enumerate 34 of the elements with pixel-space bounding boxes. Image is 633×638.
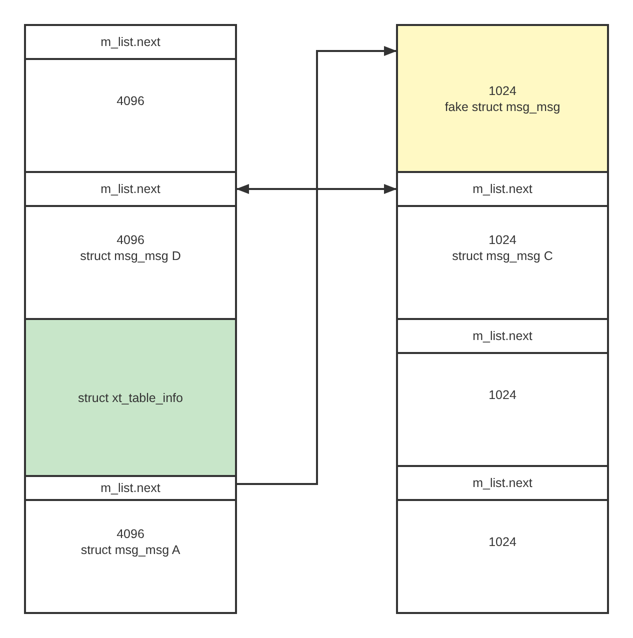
struct-label: struct msg_msg C (452, 248, 553, 264)
size-label: 1024 (488, 232, 516, 248)
memory-chunk (24, 318, 237, 477)
struct-label: fake struct msg_msg (444, 98, 560, 114)
struct-label: struct msg_msg D (80, 248, 181, 264)
struct-label: struct msg_msg A (80, 542, 180, 558)
memory-chunk (396, 205, 609, 320)
pointer-label: m_list.next (472, 181, 532, 197)
struct-label: struct xt_table_info (78, 390, 183, 406)
pointer-label: m_list.next (472, 328, 532, 344)
memory-chunk (24, 499, 237, 614)
size-label: 1024 (488, 386, 516, 402)
arrow (236, 46, 397, 485)
size-label: 1024 (488, 82, 516, 98)
list-header-block (24, 24, 237, 60)
double-headed-arrow (236, 184, 397, 194)
list-header-block (24, 475, 237, 501)
pointer-label: m_list.next (100, 34, 160, 50)
list-header-block (396, 465, 609, 501)
memory-chunk (396, 24, 609, 173)
memory-chunk (24, 205, 237, 320)
list-header-block (24, 171, 237, 207)
size-label: 4096 (116, 92, 144, 108)
size-label: 4096 (116, 232, 144, 248)
pointer-label: m_list.next (100, 181, 160, 197)
size-label: 4096 (116, 526, 144, 542)
pointer-label: m_list.next (100, 480, 160, 496)
list-header-block (396, 171, 609, 207)
memory-chunk (396, 499, 609, 614)
pointer-label: m_list.next (472, 475, 532, 491)
memory-chunk (396, 352, 609, 467)
list-header-block (396, 318, 609, 354)
memory-chunk (24, 58, 237, 173)
size-label: 1024 (488, 534, 516, 550)
